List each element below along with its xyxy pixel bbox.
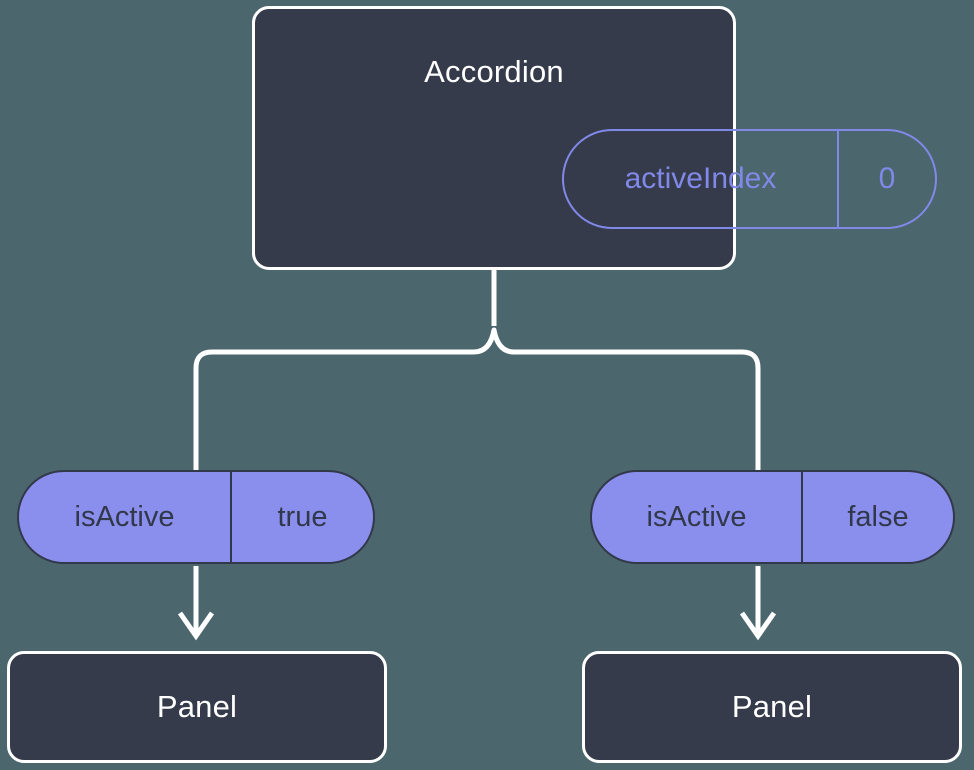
prop-pill-value: false — [847, 500, 909, 533]
component-node-panel-left[interactable]: Panel — [7, 651, 387, 763]
component-title-panel: Panel — [156, 689, 238, 724]
prop-pill-key: isActive — [592, 472, 803, 562]
component-node-panel-right[interactable]: Panel — [582, 651, 962, 763]
component-title-panel: Panel — [731, 689, 813, 724]
prop-pill-isactive-false[interactable]: isActive false — [590, 470, 955, 564]
prop-pill-isactive-true[interactable]: isActive true — [17, 470, 375, 564]
state-pill-value: 0 — [878, 162, 896, 195]
component-title-accordion: Accordion — [424, 54, 564, 89]
connector-left-arrowhead — [177, 611, 215, 641]
state-pill-key: activeIndex — [564, 131, 839, 227]
state-pill-activeindex[interactable]: activeIndex 0 — [562, 129, 937, 229]
connector-split-bar — [193, 327, 761, 418]
component-node-accordion[interactable]: Accordion activeIndex 0 — [252, 6, 937, 270]
prop-pill-key: isActive — [19, 472, 232, 562]
prop-pill-value: true — [277, 500, 328, 533]
connector-right-arrowhead — [739, 611, 777, 641]
